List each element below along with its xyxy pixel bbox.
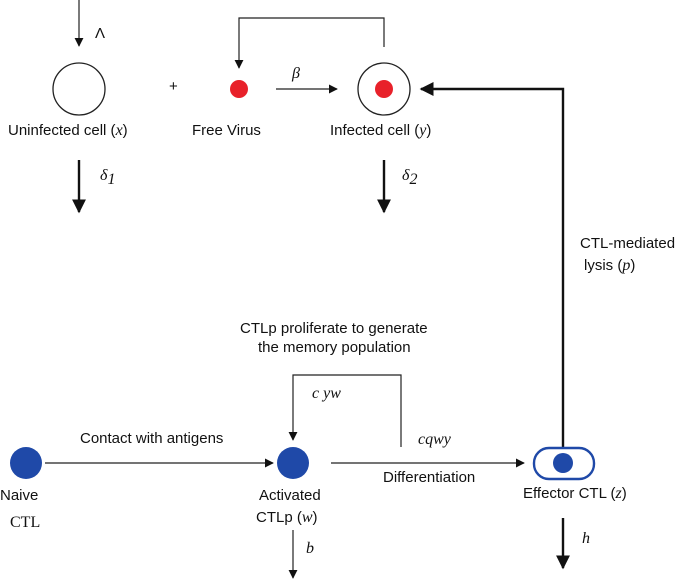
free-virus-label: Free Virus: [192, 122, 261, 139]
effector-label: Effector CTL (z): [523, 485, 627, 502]
plus-sign: +: [169, 78, 178, 95]
lysis-arrow: [419, 82, 565, 448]
cqwy-label: cqwy: [418, 431, 452, 448]
delta2-label: δ2: [402, 167, 417, 188]
activated-label-line2: CTLp (w): [256, 509, 318, 526]
lysis-label-line2: lysis (p): [584, 257, 635, 274]
b-label: b: [306, 540, 314, 557]
uninfected-cell-node: [52, 62, 106, 116]
infected-cell-virus-core: [375, 80, 393, 98]
proliferation-loop: [288, 374, 402, 447]
cyw-label: c yw: [312, 385, 341, 402]
proliferate-label-line1: CTLp proliferate to generate: [240, 320, 428, 337]
infected-cell-label: Infected cell (y): [330, 122, 431, 139]
naive-label-line1: Naive: [0, 487, 38, 504]
uninfected-cell-label: Uninfected cell (x): [8, 122, 128, 139]
delta1-label: δ1: [100, 167, 115, 188]
activated-label-line1: Activated: [259, 487, 321, 504]
differentiation-label: Differentiation: [383, 469, 475, 486]
contact-label: Contact with antigens: [80, 430, 223, 447]
beta-label: β: [291, 65, 300, 82]
h-label: h: [582, 530, 590, 547]
naive-ctl-node: [10, 447, 42, 479]
lambda-label: Λ: [95, 25, 105, 42]
naive-label-line2: CTL: [10, 514, 40, 531]
effector-ctl-core: [553, 453, 573, 473]
virus-production-loop: [234, 17, 385, 69]
free-virus-node: [230, 80, 248, 98]
activated-ctlp-node: [277, 447, 309, 479]
lysis-label-line1: CTL-mediated: [580, 235, 675, 252]
proliferate-label-line2: the memory population: [258, 339, 411, 356]
